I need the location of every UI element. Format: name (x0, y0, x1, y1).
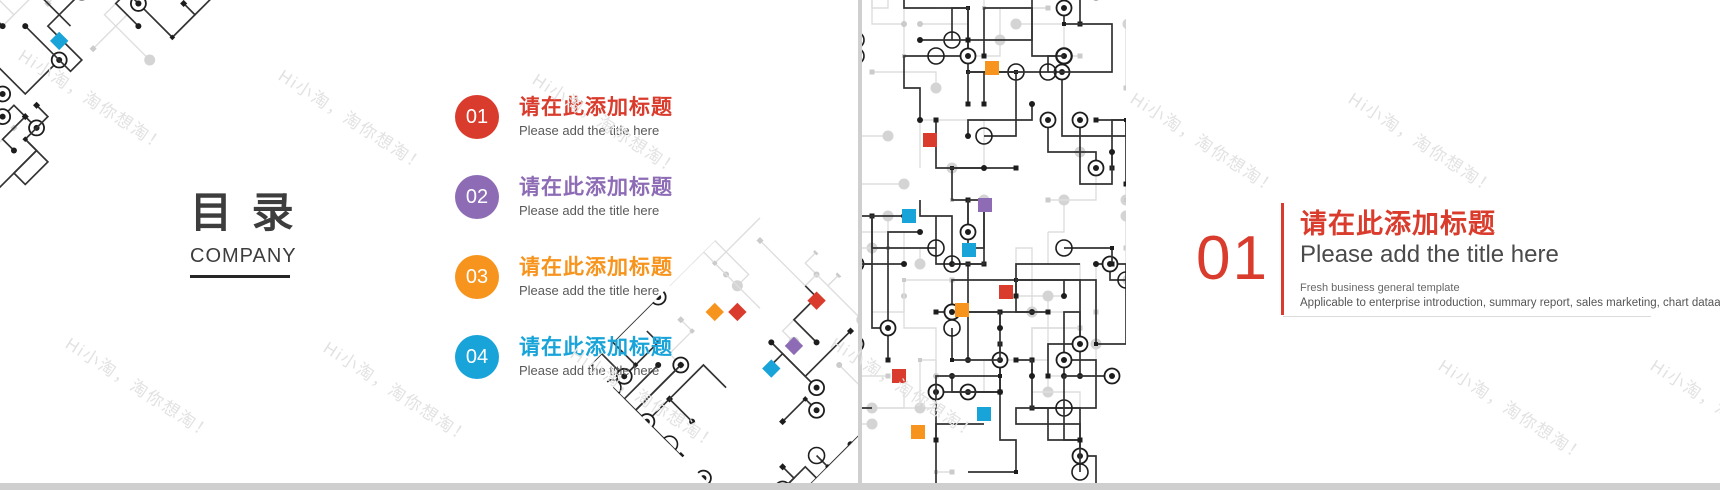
toc-item-title-cn: 请在此添加标题 (519, 95, 673, 119)
toc-item-number-badge: 01 (455, 95, 499, 139)
circuit-decoration-left (862, 0, 1126, 483)
toc-item-title-en: Please add the title here (519, 283, 660, 299)
slide-section-cover: 01 请在此添加标题 Please add the title here Fre… (862, 0, 1720, 483)
toc-item-title-cn: 请在此添加标题 (519, 175, 673, 199)
section-title-cn[interactable]: 请在此添加标题 (1300, 209, 1496, 239)
toc-item-number-badge: 03 (455, 255, 499, 299)
toc-item-titles: 请在此添加标题 Please add the title here (519, 256, 673, 298)
section-desc-line2: Applicable to enterprise introduction, s… (1300, 297, 1720, 309)
toc-item-title-cn: 请在此添加标题 (519, 335, 673, 359)
toc-list: 01 请在此添加标题 Please add the title here 02 … (455, 95, 673, 415)
section-number[interactable]: 01 (1196, 224, 1269, 293)
toc-item-title-en: Please add the title here (519, 363, 660, 379)
section-title-en[interactable]: Please add the title here (1300, 241, 1559, 268)
toc-title-cn[interactable]: 目 录 (190, 189, 298, 236)
toc-item-03[interactable]: 03 请在此添加标题 Please add the title here (455, 255, 673, 299)
toc-item-title-en: Please add the title here (519, 203, 660, 219)
toc-item-titles: 请在此添加标题 Please add the title here (519, 96, 673, 138)
slide-toc: 目 录 COMPANY 01 请在此添加标题 Please add the ti… (0, 0, 858, 483)
section-divider-line (1281, 203, 1284, 315)
toc-item-04[interactable]: 04 请在此添加标题 Please add the title here (455, 335, 673, 379)
toc-title-underline (190, 275, 290, 278)
section-desc-underline (1283, 316, 1651, 317)
toc-item-02[interactable]: 02 请在此添加标题 Please add the title here (455, 175, 673, 219)
toc-item-number-badge: 04 (455, 335, 499, 379)
toc-item-number-badge: 02 (455, 175, 499, 219)
toc-item-titles: 请在此添加标题 Please add the title here (519, 336, 673, 378)
circuit-decoration-bottom-right (590, 217, 858, 483)
toc-item-titles: 请在此添加标题 Please add the title here (519, 176, 673, 218)
circuit-decoration-top-left (0, 0, 241, 197)
section-desc-line1: Fresh business general template (1300, 282, 1460, 294)
toc-item-title-cn: 请在此添加标题 (519, 255, 673, 279)
toc-title-en: COMPANY (190, 245, 297, 267)
toc-item-title-en: Please add the title here (519, 123, 660, 139)
toc-title-block: 目 录 COMPANY (190, 189, 298, 278)
toc-item-01[interactable]: 01 请在此添加标题 Please add the title here (455, 95, 673, 139)
